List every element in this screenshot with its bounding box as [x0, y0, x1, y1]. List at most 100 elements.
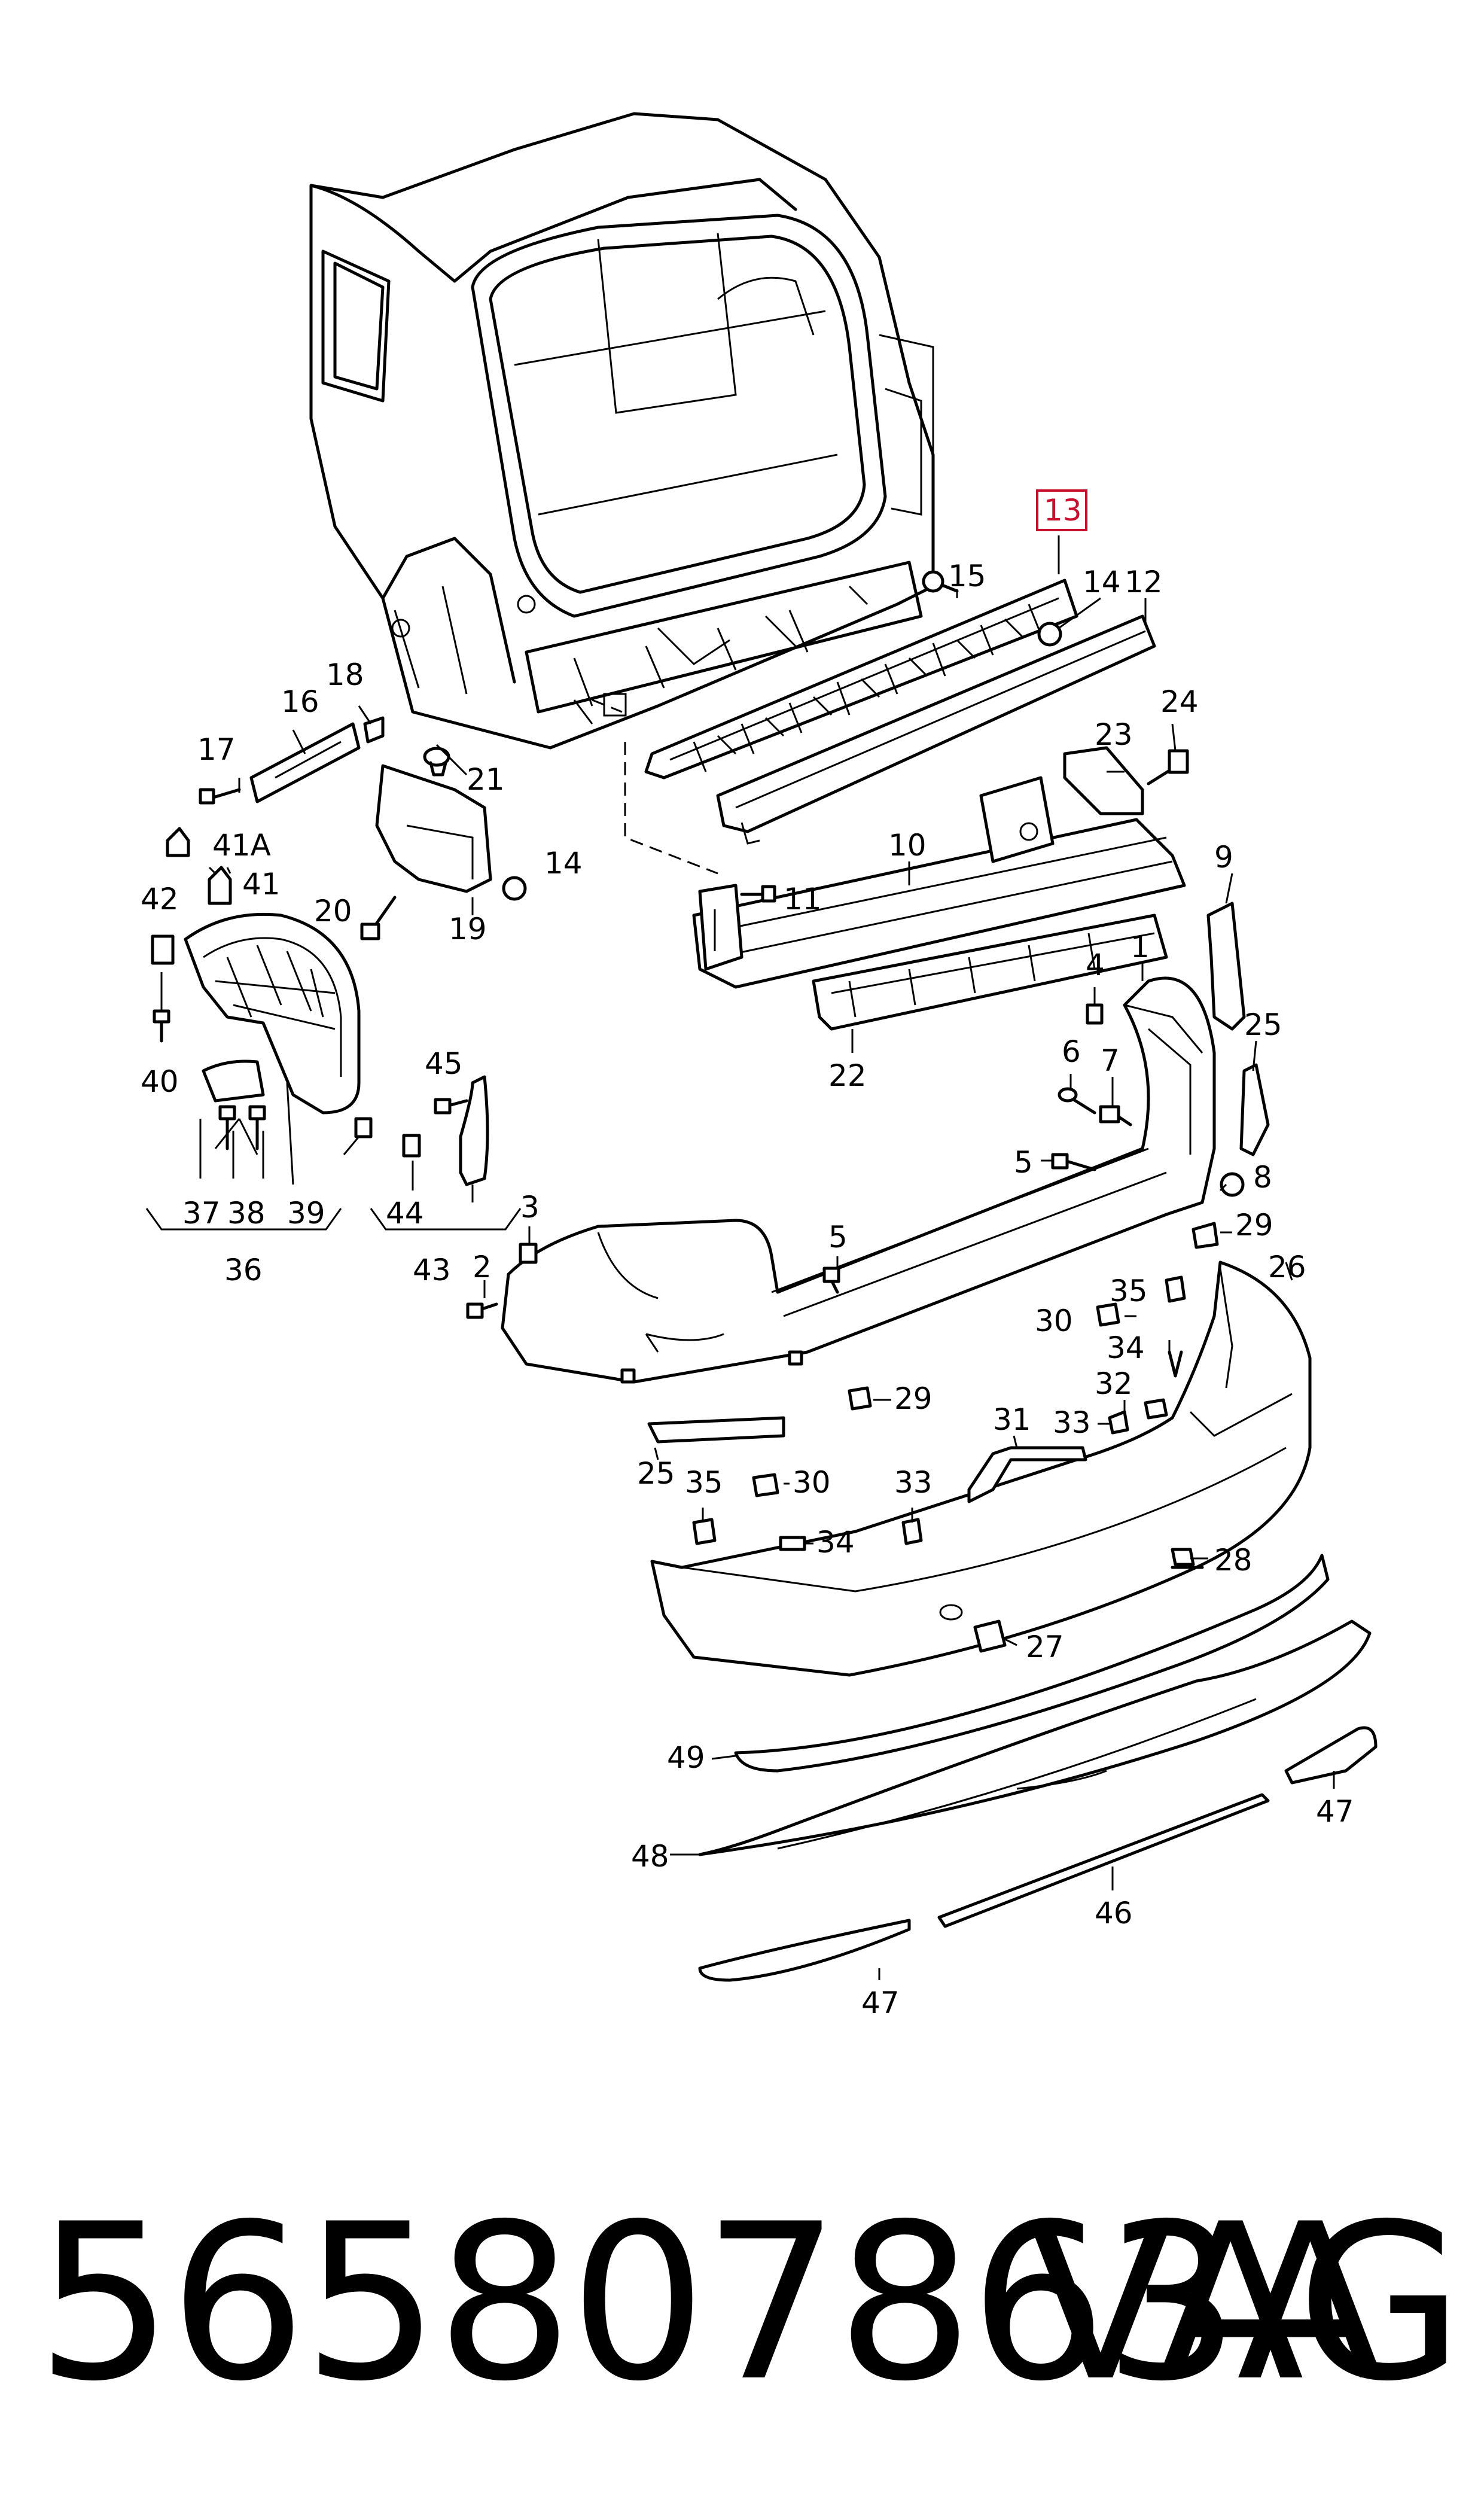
part-45-screw [434, 1098, 468, 1115]
callout-42: 42 [141, 882, 179, 917]
part-47-trim-right [1284, 1726, 1378, 1785]
part-3-clip [519, 1243, 538, 1264]
callout-2: 2 [473, 1250, 492, 1284]
callout-41: 41 [242, 867, 281, 902]
part-38-screws [218, 1105, 266, 1150]
part-28-clip [1171, 1548, 1204, 1569]
callout-29a: 29 [1235, 1208, 1273, 1243]
callout-20: 20 [314, 894, 352, 928]
part-25-guide-left [647, 1416, 785, 1444]
part-12-rail [716, 614, 1156, 845]
callout-4: 4 [1086, 948, 1105, 982]
part-44-clip [402, 1134, 421, 1158]
callout-25-right: 25 [1244, 1007, 1282, 1042]
part-32-clip [1144, 1398, 1168, 1420]
part-35-clip-a [1165, 1275, 1186, 1303]
callout-9: 9 [1214, 840, 1233, 875]
callout-1: 1 [1130, 930, 1150, 964]
part-8-grommet [1220, 1172, 1245, 1197]
callout-12: 12 [1125, 565, 1163, 599]
callout-17: 17 [197, 732, 236, 767]
part-47-trim-left [698, 1919, 911, 1982]
callout-5a: 5 [1014, 1145, 1033, 1180]
parts-diagram: 13 15 14 12 23 24 10 11 9 22 1 25 26 16 … [141, 112, 1378, 2020]
callout-31: 31 [993, 1402, 1031, 1437]
callout-26: 26 [1268, 1250, 1306, 1284]
callout-14-left: 14 [544, 846, 583, 881]
part-4-clip [1086, 1003, 1104, 1025]
callout-10: 10 [888, 828, 927, 863]
callout-45: 45 [425, 1046, 463, 1081]
vehicle-rear-body [309, 112, 935, 750]
callout-33a: 33 [1053, 1405, 1091, 1440]
callout-25-left: 25 [637, 1456, 675, 1491]
part-11-screw [740, 885, 776, 903]
callout-44: 44 [386, 1196, 424, 1231]
callout-46: 46 [1095, 1896, 1133, 1931]
callout-14: 14 [1083, 565, 1121, 599]
callout-5b: 5 [828, 1220, 848, 1255]
part-1-bumper-cover [501, 976, 1216, 1384]
part-30-clip-b [752, 1473, 779, 1497]
assembly-lines [592, 699, 718, 875]
callout-39: 39 [287, 1196, 325, 1231]
part-14-nut-left [502, 876, 527, 901]
part-25-guide-right [1239, 1063, 1270, 1156]
callout-34b: 34 [816, 1525, 855, 1560]
callout-30b: 30 [793, 1465, 831, 1500]
part-34-clip-a [1168, 1350, 1183, 1378]
part-30-clip-a [1096, 1302, 1120, 1327]
callout-15: 15 [948, 559, 986, 593]
part-24-bolt [1147, 749, 1189, 785]
part-36-wheelhouse-liner [184, 912, 361, 1115]
callout-41a: 41A [212, 828, 271, 863]
part-23-bracket [1063, 746, 1144, 815]
callout-35a: 35 [1110, 1274, 1148, 1308]
callout-43: 43 [413, 1253, 451, 1287]
callout-32: 32 [1095, 1366, 1133, 1401]
part-16-bracket [249, 722, 361, 803]
callout-3: 3 [520, 1190, 540, 1225]
callout-23: 23 [1095, 717, 1133, 752]
callout-35b: 35 [685, 1465, 723, 1500]
part-2-screw [466, 1302, 498, 1319]
callout-19: 19 [449, 912, 487, 946]
callout-36: 36 [224, 1253, 263, 1287]
callout-37: 37 [182, 1196, 221, 1231]
part-18-clip [363, 716, 385, 744]
callout-47-left: 47 [861, 1986, 900, 2020]
part-6-pin [1058, 1087, 1096, 1115]
callout-47-right: 47 [1316, 1794, 1354, 1829]
highlight-box [1036, 489, 1087, 531]
leader-lines [145, 535, 1335, 1980]
part-43-mudflap [459, 1075, 489, 1186]
part-48-diffuser [698, 1619, 1372, 1856]
part-42-pad [151, 934, 175, 965]
part-7-pin [1099, 1105, 1132, 1126]
callout-34a: 34 [1107, 1330, 1145, 1365]
part-46-strip [937, 1793, 1270, 1928]
part-17-screw [199, 788, 241, 805]
part-5-screw-a [1051, 1153, 1096, 1171]
part-15-nut [922, 570, 959, 593]
callout-30a: 30 [1035, 1304, 1073, 1338]
callout-13: 13 [1044, 493, 1082, 528]
part-49-trim [734, 1554, 1330, 1773]
part-19-bracket [375, 764, 492, 893]
part-41-clip [208, 866, 232, 905]
callout-28: 28 [1214, 1543, 1253, 1578]
callout-29b: 29 [894, 1381, 933, 1416]
callout-11: 11 [784, 882, 822, 917]
part-27-plug [973, 1619, 1007, 1653]
callout-22: 22 [828, 1058, 867, 1093]
callout-48: 48 [631, 1839, 669, 1874]
part-number-text: 565807863A [36, 2178, 1384, 2428]
part-5-screw-b [822, 1266, 840, 1294]
callout-40: 40 [141, 1064, 179, 1099]
callout-38: 38 [227, 1196, 266, 1231]
part-33-clip-b [901, 1518, 923, 1545]
part-9-bracket [1206, 902, 1246, 1031]
callout-16: 16 [281, 684, 319, 719]
callout-labels: 13 15 14 12 23 24 10 11 9 22 1 25 26 16 … [141, 489, 1354, 2020]
callout-49: 49 [667, 1740, 705, 1775]
